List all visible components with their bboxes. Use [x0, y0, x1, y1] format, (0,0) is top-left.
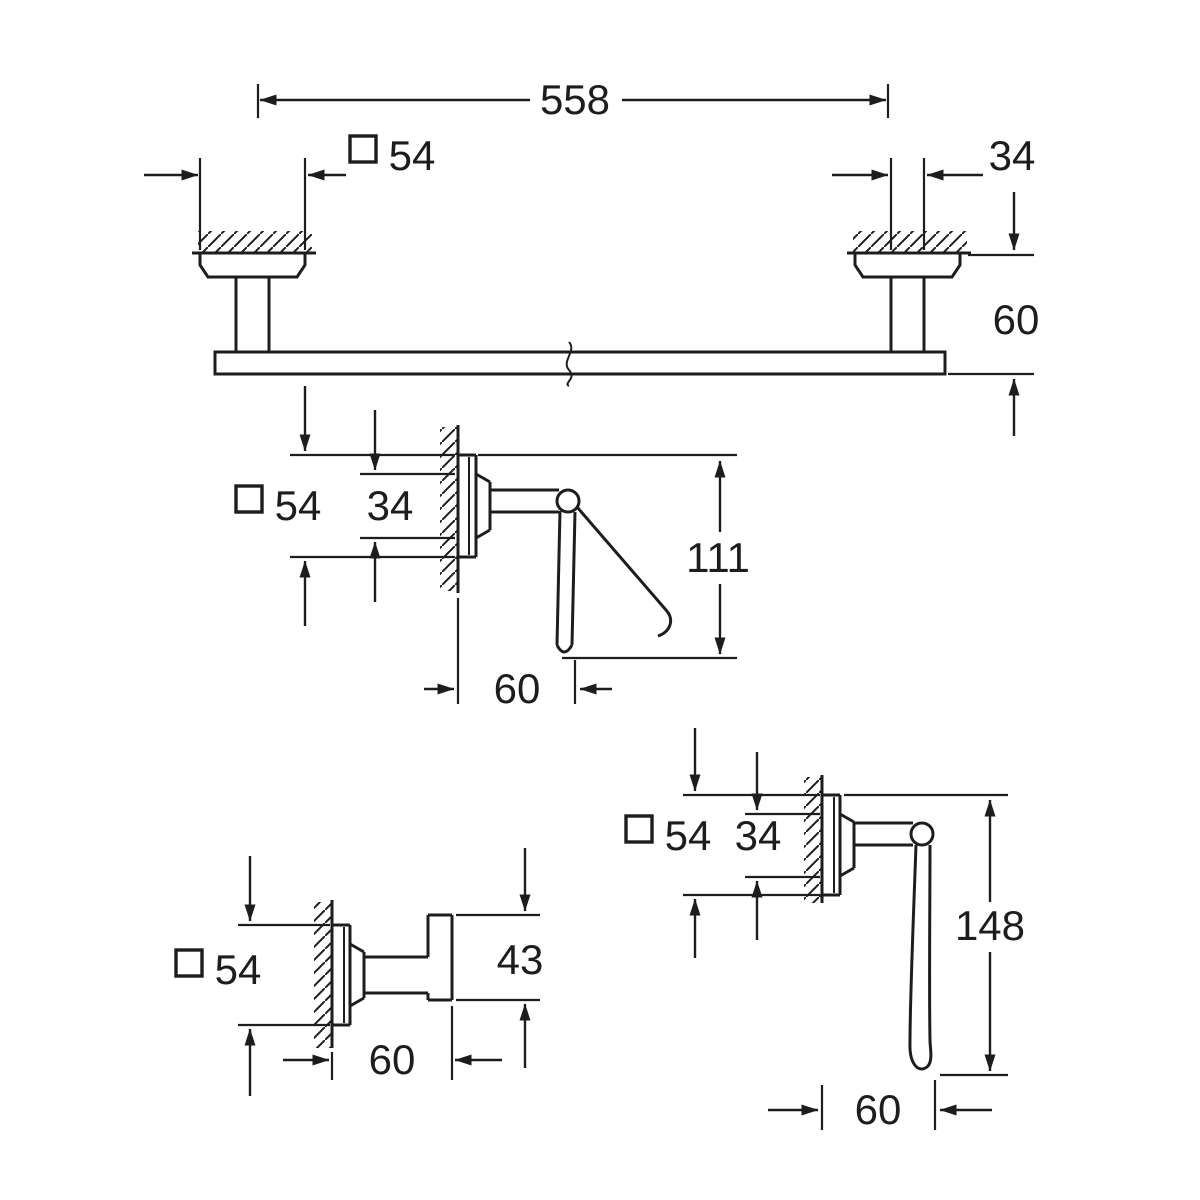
- pivot-circle: [909, 821, 935, 847]
- dim-34-label: 34: [367, 482, 414, 529]
- dim-60-label: 60: [993, 296, 1040, 343]
- dim-558-label: 558: [540, 76, 610, 123]
- bar-break-symbol: [565, 341, 573, 387]
- dim-post-34: 34: [360, 410, 455, 602]
- hook-view: 54 43 60: [174, 848, 543, 1096]
- dim-projection-60: 60: [948, 192, 1039, 436]
- square-dimension-icon: [348, 134, 378, 164]
- dim-111-label: 111: [686, 534, 750, 581]
- towel-bar-body: [198, 251, 962, 387]
- wall-hatching-left: [192, 231, 316, 255]
- dim-post-34: 34: [735, 752, 820, 940]
- dim-height-148: 148: [844, 793, 1025, 1077]
- dim-post-34: 34: [832, 132, 1035, 250]
- dim-projection-60: 60: [424, 598, 612, 712]
- dim-60-label: 60: [494, 665, 541, 712]
- dim-34-label: 34: [989, 132, 1036, 179]
- dim-43-label: 43: [497, 936, 544, 983]
- dim-54-label: 54: [665, 812, 712, 859]
- dim-54-label: 54: [215, 946, 262, 993]
- towel-ring-body: [822, 793, 935, 1071]
- dim-height-43: 43: [456, 848, 543, 1068]
- dim-54-label: 54: [275, 482, 322, 529]
- square-dimension-icon: [174, 948, 204, 978]
- towel-bar-view: 558 54 34 60: [144, 76, 1039, 436]
- wall-hatching: [440, 425, 460, 593]
- dim-34-label: 34: [735, 812, 782, 859]
- square-dimension-icon: [234, 484, 264, 514]
- pivot-circle: [555, 488, 581, 514]
- dim-projection-60: 60: [283, 1006, 502, 1083]
- dim-height-111: 111: [478, 453, 750, 660]
- dim-558: 558: [256, 76, 890, 123]
- dim-54-label: 54: [389, 132, 436, 179]
- paper-guard-arm: [575, 506, 673, 638]
- ring-profile: [908, 844, 933, 1071]
- dim-plate-54: 54: [144, 132, 435, 250]
- paper-holder-body: [458, 453, 673, 654]
- dim-plate-54: 54: [174, 856, 330, 1096]
- towel-ring-view: 54 34 148 60: [624, 728, 1025, 1133]
- paper-holder-view: 54 34 111 60: [234, 386, 750, 712]
- dim-projection-60: 60: [768, 1080, 992, 1133]
- dim-plate-54: 54: [234, 386, 455, 626]
- dim-60-label: 60: [369, 1036, 416, 1083]
- dim-60-label: 60: [855, 1086, 902, 1133]
- square-dimension-icon: [624, 814, 654, 844]
- dim-plate-54: 54: [624, 728, 820, 958]
- dim-148-label: 148: [955, 902, 1025, 949]
- hook-body: [332, 913, 454, 1027]
- wall-hatching-right: [847, 231, 971, 255]
